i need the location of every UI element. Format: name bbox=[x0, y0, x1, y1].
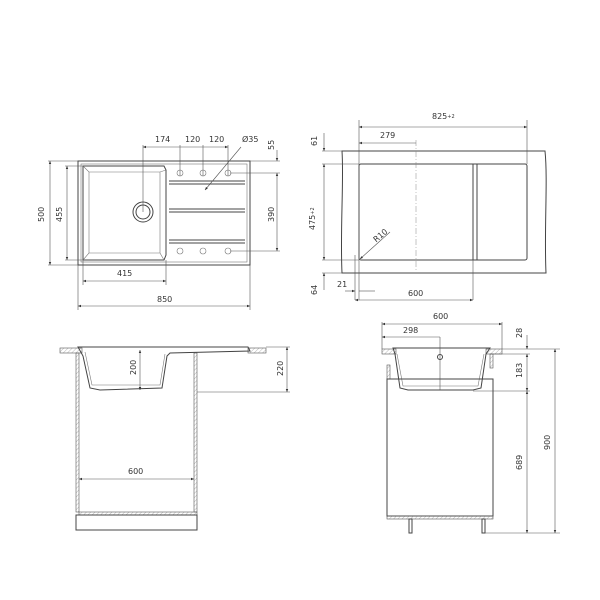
dim-top-margin: 61 bbox=[310, 135, 319, 146]
side-section bbox=[381, 322, 560, 534]
dim-side-center: 298 bbox=[403, 326, 419, 335]
dim-side-bowl-depth: 183 bbox=[515, 362, 524, 378]
front-section bbox=[59, 346, 290, 531]
dim-width: 850 bbox=[157, 295, 173, 304]
dim-total-depth: 220 bbox=[276, 360, 285, 376]
top-view bbox=[48, 145, 280, 310]
dim-hole-margin: 55 bbox=[267, 139, 276, 150]
dim-hole-span: 390 bbox=[267, 206, 276, 222]
dim-cutout-width: 825+2 bbox=[432, 112, 455, 121]
dim-total-height: 900 bbox=[543, 434, 552, 450]
dim-height: 500 bbox=[37, 206, 46, 222]
cutout-rect bbox=[358, 163, 528, 261]
sink-profile bbox=[77, 346, 251, 391]
dim-left-offset: 21 bbox=[337, 280, 348, 289]
dim-hole-spacing-2: 120 bbox=[209, 135, 225, 144]
bowl-profile bbox=[392, 347, 491, 391]
sink-outline bbox=[77, 160, 251, 266]
dim-top-thickness: 28 bbox=[515, 327, 524, 338]
dim-cutout-height: 475+2 bbox=[308, 207, 317, 230]
dim-inner-height: 455 bbox=[55, 206, 64, 222]
dim-front-cabinet-width: 600 bbox=[128, 467, 144, 476]
dim-cabinet-width: 600 bbox=[408, 289, 424, 298]
dim-hole-diameter: Ø35 bbox=[242, 135, 259, 144]
cutout-view bbox=[322, 120, 547, 302]
dim-hole-spacing-1: 120 bbox=[185, 135, 201, 144]
countertop-outline bbox=[340, 150, 547, 274]
dim-lower-height: 689 bbox=[515, 454, 524, 470]
dim-bottom-margin: 64 bbox=[310, 284, 319, 295]
bowl-outline bbox=[82, 165, 167, 261]
dim-center-offset: 279 bbox=[380, 131, 396, 140]
dim-side-width: 600 bbox=[433, 312, 449, 321]
dim-bowl-width: 415 bbox=[117, 269, 133, 278]
dim-bowl-depth: 200 bbox=[129, 359, 138, 375]
dim-drain-offset: 174 bbox=[155, 135, 171, 144]
